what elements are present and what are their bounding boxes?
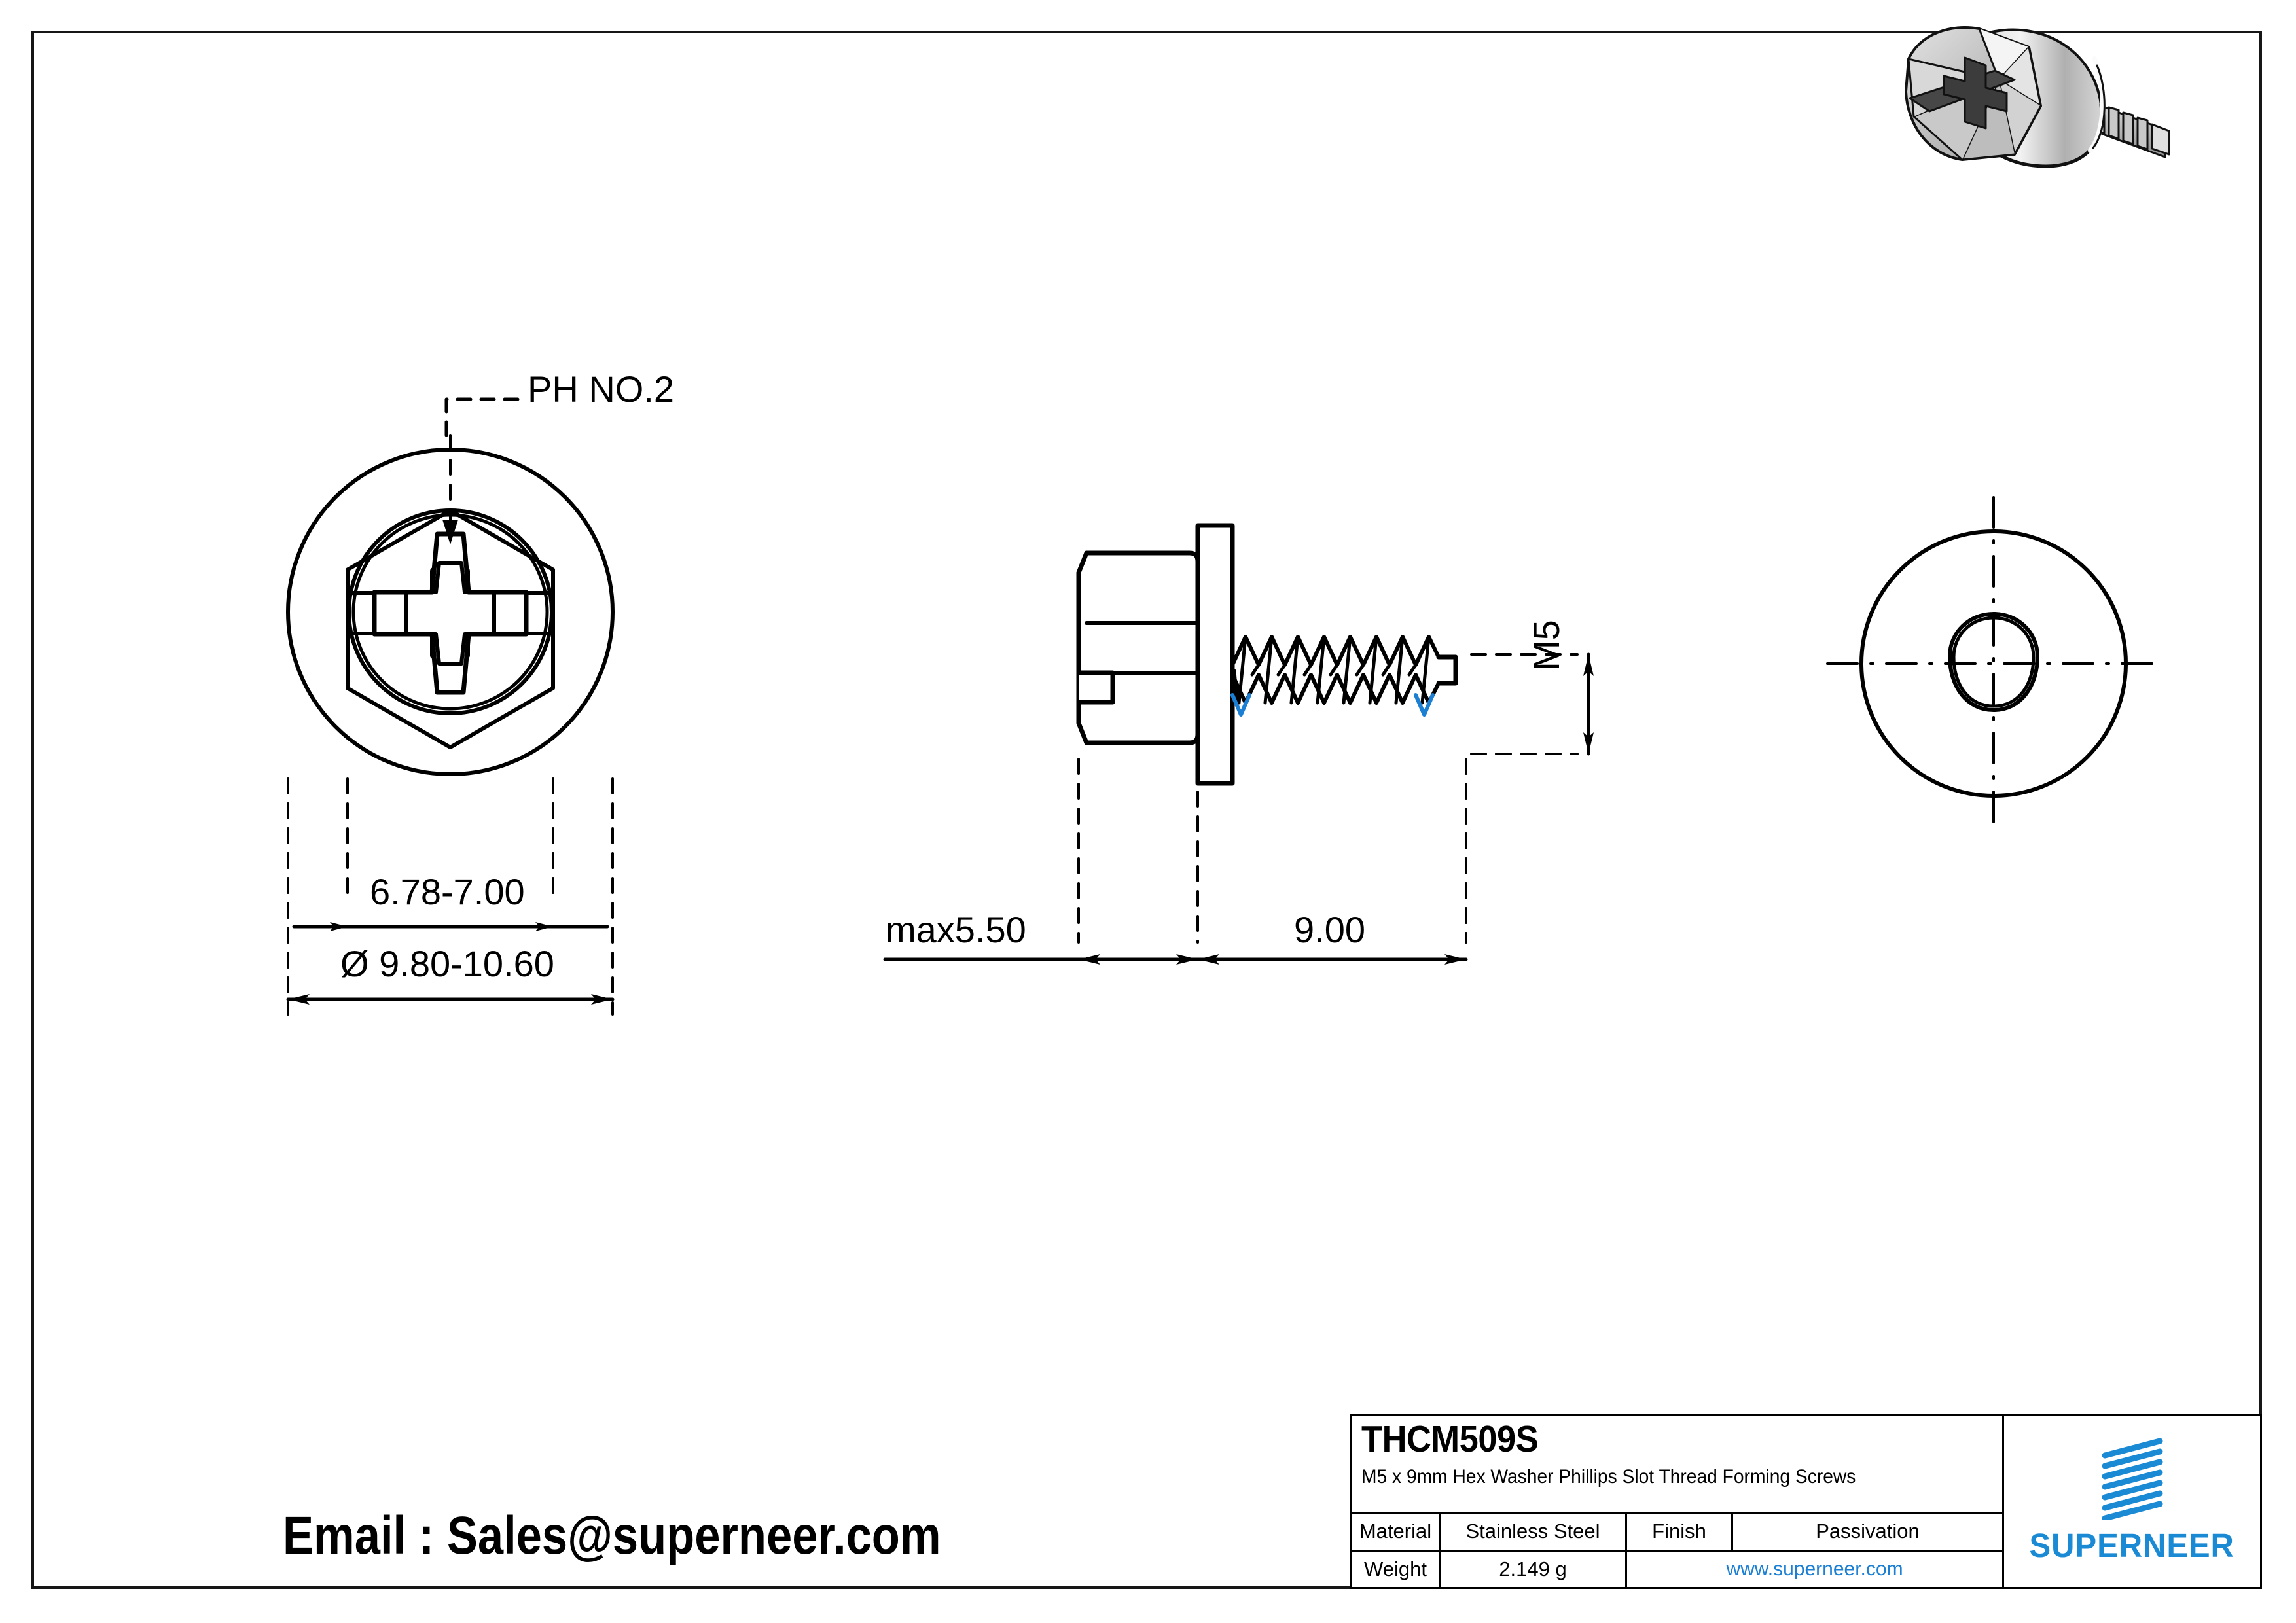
side-view-group <box>883 523 1594 965</box>
head-height-dimension-label: max5.50 <box>886 909 1026 950</box>
title-block: THCM509S M5 x 9mm Hex Washer Phillips Sl… <box>1350 1414 2262 1589</box>
thread-size-dimension-label: M5 <box>1526 620 1567 671</box>
shank-end-face <box>1436 654 1458 686</box>
phillips-inner-taper <box>404 561 496 666</box>
washer-diameter-dimension-label: Ø 9.80-10.60 <box>340 943 554 984</box>
weight-label: Weight <box>1352 1551 1441 1587</box>
title-block-info: THCM509S M5 x 9mm Hex Washer Phillips Sl… <box>1352 1416 2004 1587</box>
front-view-group <box>286 397 615 1016</box>
iso-render-group <box>1905 26 2170 168</box>
finish-value: Passivation <box>1816 1520 1920 1543</box>
email-contact-label: Email : Sales@superneer.com <box>283 1506 941 1565</box>
trilobular-profile-inner <box>1952 616 2036 708</box>
iso-phillips-recess <box>1943 56 2008 130</box>
thread-accent-first <box>1230 693 1251 717</box>
head-slot-notch <box>1076 666 1115 709</box>
slanted-bars-logo-icon <box>2094 1435 2170 1521</box>
drawing-border-frame <box>31 31 2262 1589</box>
title-block-header: THCM509S M5 x 9mm Hex Washer Phillips Sl… <box>1352 1416 2002 1514</box>
thread-accent-last <box>1414 693 1435 717</box>
ph-leader-arrowhead <box>442 520 458 544</box>
shank-length-dimension-label: 9.00 <box>1294 909 1365 950</box>
across-flats-dimension-label: 6.78-7.00 <box>370 871 525 912</box>
weight-value: 2.149 g <box>1441 1551 1627 1587</box>
company-name: SUPERNEER <box>2029 1526 2235 1564</box>
finish-label: Finish <box>1627 1514 1733 1550</box>
ph-callout-leader <box>444 397 529 437</box>
ph-callout-label: PH NO.2 <box>528 368 675 410</box>
part-number: THCM509S <box>1361 1418 1539 1460</box>
thread-profile <box>1230 635 1441 717</box>
material-label: Material <box>1352 1514 1441 1550</box>
company-logo: SUPERNEER <box>2004 1416 2260 1587</box>
part-description: M5 x 9mm Hex Washer Phillips Slot Thread… <box>1361 1466 1856 1488</box>
website-link[interactable]: www.superneer.com <box>1726 1558 1903 1580</box>
weight-row: Weight 2.149 g www.superneer.com <box>1352 1551 2002 1587</box>
end-view-group <box>1826 496 2161 832</box>
hex-head-side-profile <box>1076 550 1200 745</box>
washer-flange <box>1195 523 1235 786</box>
material-value: Stainless Steel <box>1441 1514 1627 1550</box>
trilobular-profile-outer <box>1948 612 2039 712</box>
material-row: Material Stainless Steel Finish Passivat… <box>1352 1514 2002 1552</box>
hex-head-outline <box>346 508 555 749</box>
